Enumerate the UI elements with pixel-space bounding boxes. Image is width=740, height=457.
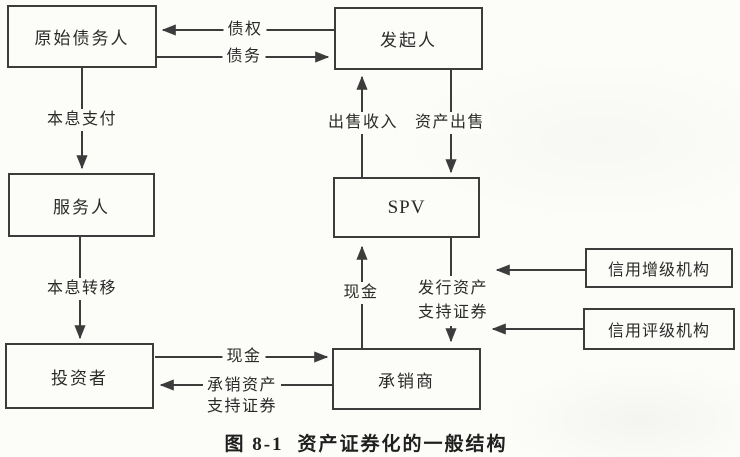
node-credit-rating-agency: 信用评级机构 — [583, 308, 735, 350]
node-credit-enhancement-agency: 信用增级机构 — [585, 248, 733, 288]
edge-label-asset-sale: 资产出售 — [410, 112, 490, 134]
edge-label-underwrite-abs-line2: 支持证券 — [206, 398, 278, 415]
edge-label-sale-proceeds: 出售收入 — [323, 112, 403, 134]
node-underwriter: 承销商 — [332, 348, 481, 410]
edge-label-principal-transfer: 本息转移 — [42, 278, 122, 300]
edge-label-issue-abs-line2: 支持证券 — [417, 304, 489, 321]
edge-label-underwrite-abs: 承销资产 支持证券 — [202, 374, 282, 418]
figure-caption-number: 图 8-1 — [224, 434, 284, 455]
edge-label-underwrite-abs-line1: 承销资产 — [206, 377, 278, 394]
figure-caption: 图 8-1 资产证券化的一般结构 — [224, 429, 507, 456]
edge-label-cash-up: 现金 — [339, 282, 383, 304]
node-originator: 发起人 — [334, 7, 483, 70]
edge-label-cash-right: 现金 — [222, 346, 266, 368]
edge-label-principal-payment: 本息支付 — [42, 109, 122, 131]
node-servicer: 服务人 — [8, 173, 155, 237]
edge-label-issue-abs: 发行资产 支持证券 — [413, 276, 493, 326]
edge-label-claim: 债权 — [223, 19, 267, 41]
figure-caption-title: 资产证券化的一般结构 — [297, 434, 508, 455]
edge-label-debt: 债务 — [222, 46, 266, 68]
node-spv: SPV — [333, 177, 480, 238]
edge-label-issue-abs-line1: 发行资产 — [417, 280, 489, 297]
node-investor: 投资者 — [5, 343, 154, 409]
node-original-debtor: 原始债务人 — [7, 5, 157, 68]
